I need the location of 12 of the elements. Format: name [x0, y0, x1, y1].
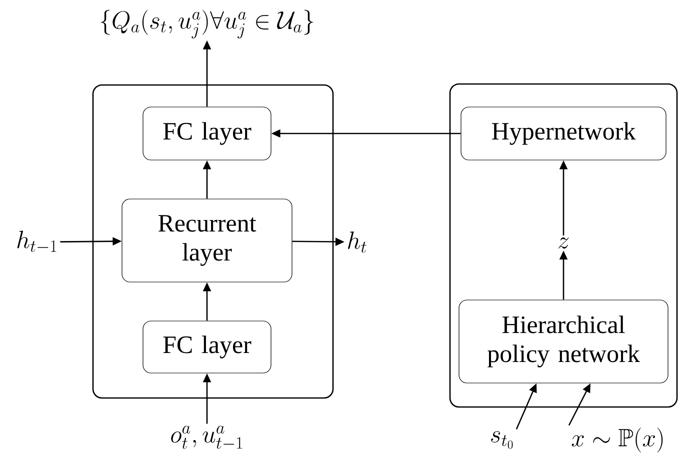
input-formula: $x\sim\mathbb{P}(x)$ — [572, 428, 663, 452]
latent-formula: $z$ — [558, 237, 569, 249]
input-formula: $s_{t_0}$ — [491, 431, 513, 449]
output-formula: $\{Q_a(s_t,u_j^a)\forall u_j^a\in\mathcal{U}_a\}$ — [100, 10, 314, 38]
layer-box: FC layer — [142, 106, 272, 160]
network-box: Hierarchical policy network — [458, 300, 668, 384]
input-formula: $o_t^a,u_{t-1}^a$ — [171, 426, 242, 449]
layer-box: FC layer — [142, 320, 272, 374]
output-formula: $h_t$ — [348, 232, 366, 253]
network-box: Hypernetwork — [460, 106, 666, 160]
layer-box: Recurrent layer — [122, 198, 292, 282]
input-formula: $h_{t-1}$ — [17, 230, 56, 252]
